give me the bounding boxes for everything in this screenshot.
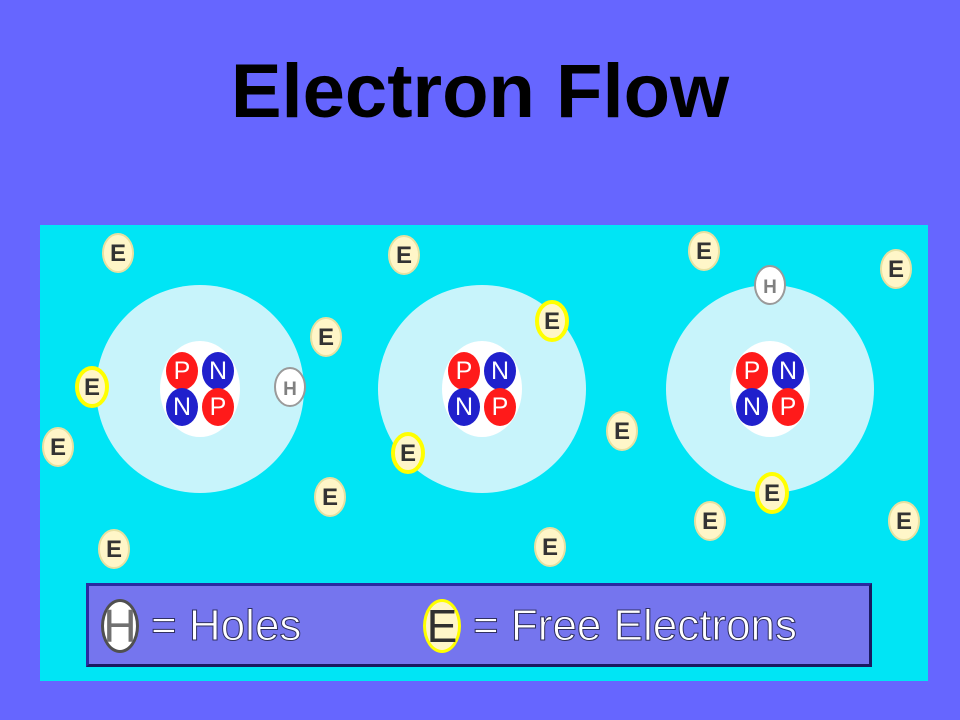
svg-text:E: E [896,508,912,535]
bound-electron: E [755,472,789,514]
svg-text:N: N [779,357,797,385]
svg-text:E: E [702,508,718,535]
hole: H [274,367,306,407]
free-electron: E [534,527,566,567]
svg-text:H: H [763,277,777,298]
proton: P [772,388,804,426]
svg-text:E: E [696,238,712,265]
proton: P [448,352,480,390]
slide-title: Electron Flow [230,49,730,134]
legend-electrons-label: = Free Electrons [472,601,798,651]
proton: P [484,388,516,426]
nucleus-area [730,341,810,437]
bound-electron: E [535,300,569,342]
svg-text:N: N [491,357,509,385]
neutron: N [772,352,804,390]
svg-text:P: P [456,357,473,385]
legend-holes: H = Holes [101,596,302,656]
nucleus-area [442,341,522,437]
free-electron: E [694,501,726,541]
free-electron: E [102,233,134,273]
neutron: N [736,388,768,426]
neutron: N [202,352,234,390]
svg-text:E: E [322,484,338,511]
neutron: N [166,388,198,426]
svg-text:E: E [84,374,100,401]
svg-text:N: N [455,393,473,421]
free-electron: E [42,427,74,467]
free-electron: E [310,317,342,357]
free-electron: E [314,477,346,517]
svg-text:P: P [174,357,191,385]
free-electron: E [98,529,130,569]
legend-holes-label: = Holes [150,601,302,651]
svg-text:E: E [396,242,412,269]
neutron: N [484,352,516,390]
bound-electron: E [391,432,425,474]
svg-text:E: E [764,480,780,507]
neutron: N [448,388,480,426]
free-electron: E [606,411,638,451]
svg-text:E: E [50,434,66,461]
svg-text:P: P [210,393,227,421]
svg-text:E: E [400,440,416,467]
electron-symbol: E [423,599,461,653]
svg-text:E: E [614,418,630,445]
nucleus-area [160,341,240,437]
hole-symbol: H [101,599,139,653]
svg-text:E: E [110,240,126,267]
svg-text:N: N [209,357,227,385]
legend-electrons: E = Free Electrons [423,596,798,656]
bound-electron: E [75,366,109,408]
legend: H = Holes E = Free Electrons [86,583,872,667]
svg-text:N: N [743,393,761,421]
svg-text:E: E [542,534,558,561]
svg-text:E: E [318,324,334,351]
free-electron: E [880,249,912,289]
free-electron: E [688,231,720,271]
free-electron: E [388,235,420,275]
proton: P [202,388,234,426]
hole: H [754,265,786,305]
svg-text:P: P [780,393,797,421]
proton: P [736,352,768,390]
proton: P [166,352,198,390]
svg-text:E: E [888,256,904,283]
free-electron: E [888,501,920,541]
svg-text:E: E [544,308,560,335]
svg-text:N: N [173,393,191,421]
svg-text:H: H [283,379,297,400]
svg-text:E: E [106,536,122,563]
svg-text:P: P [492,393,509,421]
svg-text:P: P [744,357,761,385]
